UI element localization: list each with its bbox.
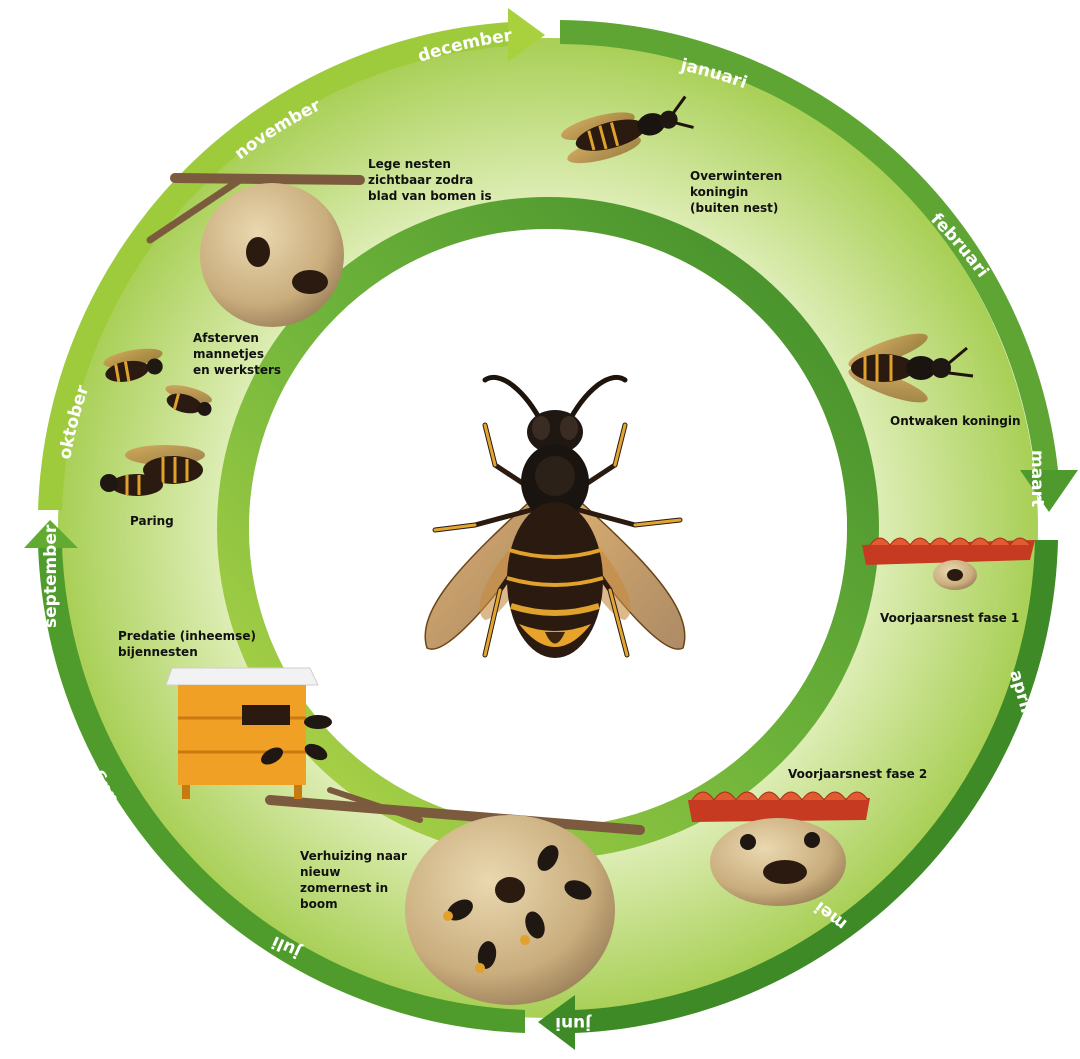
caption-voorjaarsnest1: Voorjaarsnest fase 1	[880, 611, 1019, 625]
caption-ontwaken: Ontwaken koningin	[890, 414, 1021, 428]
month-september: september	[41, 524, 61, 628]
month-juni: juni	[555, 1013, 592, 1033]
caption-voorjaarsnest2: Voorjaarsnest fase 2	[788, 767, 927, 781]
caption-paring: Paring	[130, 514, 174, 528]
month-maart: maart	[1027, 450, 1047, 507]
